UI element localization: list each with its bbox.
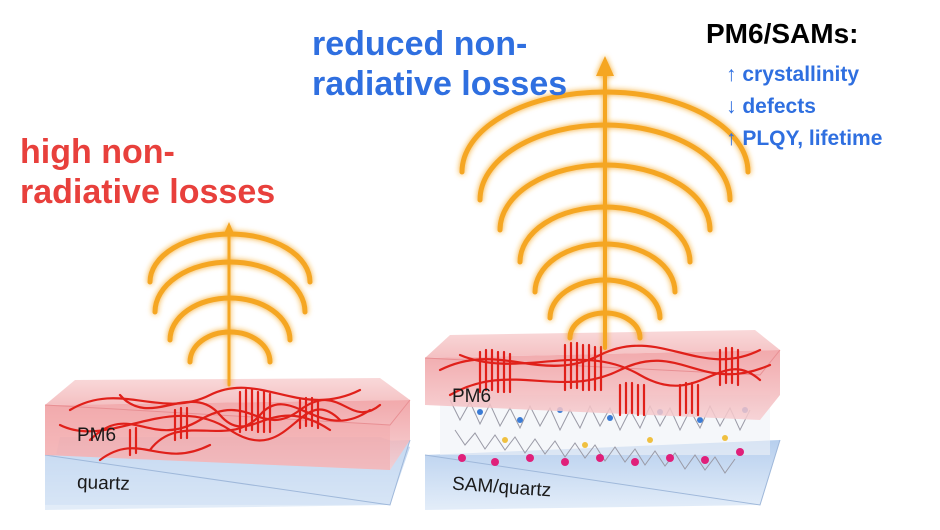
summary-item-text: crystallinity: [742, 63, 860, 86]
left-heading-line2: radiative losses: [20, 173, 276, 211]
left-heading-line1: high non-: [20, 133, 175, 171]
summary-item-text: PLQY, lifetime: [742, 127, 883, 150]
right-polymer-chains: [438, 341, 772, 417]
right-emission: [459, 56, 751, 350]
summary-item: ↑ crystallinity: [726, 62, 859, 88]
down-arrow-icon: ↓: [726, 95, 737, 118]
up-arrow-icon: ↑: [726, 63, 737, 86]
right-substrate: [424, 439, 781, 510]
right-heading-line2: radiative losses: [312, 65, 568, 103]
left-emission: [147, 222, 313, 387]
up-arrow-icon: ↑: [726, 127, 737, 150]
summary-item: ↓ defects: [726, 94, 816, 120]
summary-item-text: defects: [742, 95, 816, 118]
left-polymer-chains: [58, 386, 382, 462]
summary-title: PM6/SAMs:: [706, 18, 859, 49]
left-substrate-label: quartz: [76, 472, 131, 495]
summary-item: ↑ PLQY, lifetime: [726, 126, 882, 152]
right-film-label: PM6: [452, 386, 492, 407]
right-heading-line1: reduced non-: [312, 25, 528, 63]
left-film-label: PM6: [77, 425, 117, 446]
